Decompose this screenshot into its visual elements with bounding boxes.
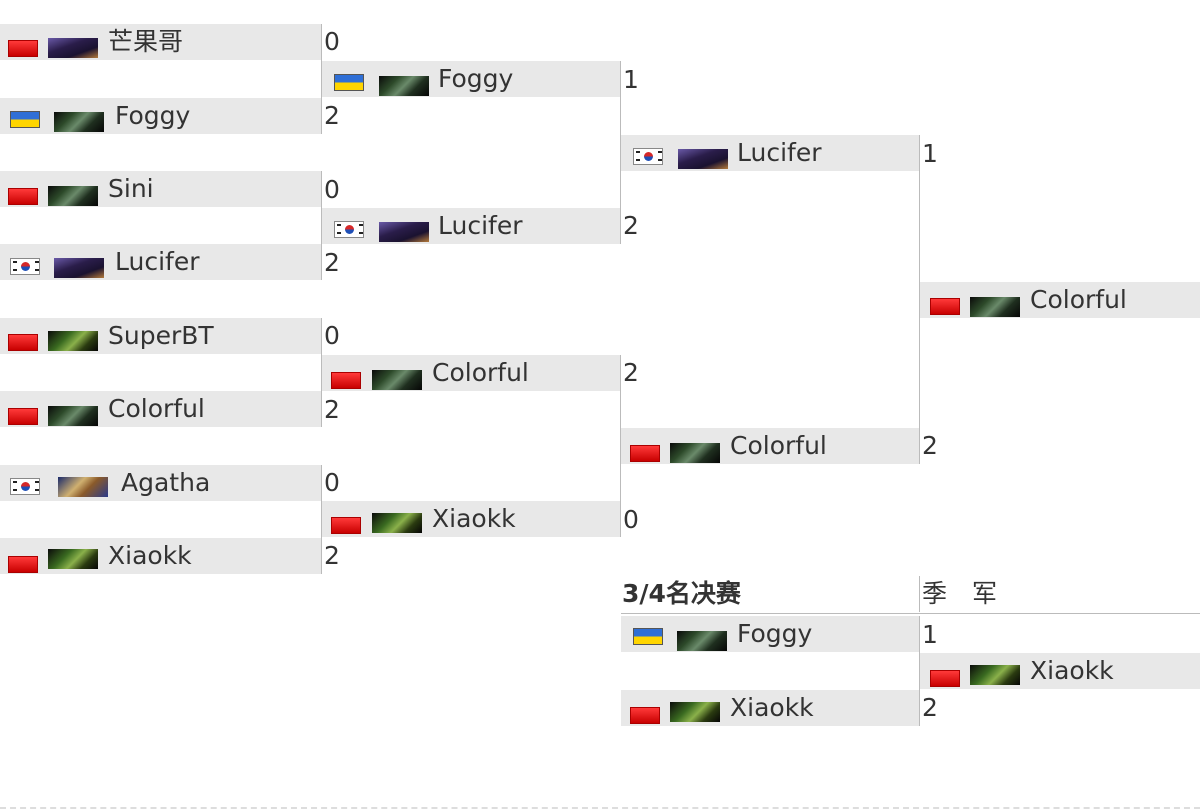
- player-score: 0: [324, 24, 340, 60]
- r2-player-1[interactable]: Foggy: [322, 61, 620, 97]
- undead-race-icon: [54, 258, 104, 278]
- player-score: 2: [324, 538, 340, 574]
- r2-player-4[interactable]: Xiaokk: [322, 501, 620, 537]
- header-divider: [919, 576, 920, 612]
- china-flag-icon: [8, 334, 38, 351]
- night-elf-race-icon: [670, 443, 720, 463]
- player-name: SuperBT: [108, 318, 214, 354]
- player-score: 0: [324, 318, 340, 354]
- player-name: 芒果哥: [108, 24, 183, 60]
- player-name: Xiaokk: [108, 538, 192, 574]
- player-name: Foggy: [438, 61, 513, 97]
- third-place-winner[interactable]: Xiaokk: [920, 653, 1200, 689]
- night-elf-race-icon: [48, 186, 98, 206]
- player-score: 2: [623, 208, 639, 244]
- player-name: Colorful: [432, 355, 529, 391]
- night-elf-race-icon: [54, 112, 104, 132]
- orc-race-icon: [48, 331, 98, 351]
- player-score: 0: [623, 502, 639, 538]
- korea-flag-icon: [10, 478, 40, 495]
- r1-player-3[interactable]: Sini: [0, 171, 321, 207]
- header-underline: [621, 613, 1200, 614]
- player-score: 1: [922, 617, 938, 653]
- player-name: Xiaokk: [730, 690, 814, 726]
- korea-flag-icon: [633, 148, 663, 165]
- china-flag-icon: [8, 556, 38, 573]
- third-place-player-2[interactable]: Xiaokk: [621, 690, 919, 726]
- player-name: Lucifer: [438, 208, 523, 244]
- player-name: Colorful: [108, 391, 205, 427]
- undead-race-icon: [379, 222, 429, 242]
- ukraine-flag-icon: [334, 74, 364, 91]
- r3-player-2[interactable]: Colorful: [621, 428, 919, 464]
- r1-player-6[interactable]: Colorful: [0, 391, 321, 427]
- china-flag-icon: [8, 188, 38, 205]
- third-place-player-1[interactable]: Foggy: [621, 616, 919, 652]
- player-score: 2: [623, 355, 639, 391]
- night-elf-race-icon: [379, 76, 429, 96]
- r1-player-1[interactable]: 芒果哥: [0, 24, 321, 60]
- orc-race-icon: [970, 665, 1020, 685]
- china-flag-icon: [331, 517, 361, 534]
- player-score: 2: [324, 245, 340, 281]
- china-flag-icon: [930, 670, 960, 687]
- r1-player-7[interactable]: Agatha: [0, 465, 321, 501]
- korea-flag-icon: [10, 258, 40, 275]
- human-race-icon: [58, 477, 108, 497]
- third-place-result-header: 季 军: [922, 576, 997, 612]
- china-flag-icon: [8, 40, 38, 57]
- r1-player-2[interactable]: Foggy: [0, 98, 321, 134]
- china-flag-icon: [630, 445, 660, 462]
- china-flag-icon: [8, 408, 38, 425]
- r2-player-3[interactable]: Colorful: [322, 355, 620, 391]
- china-flag-icon: [930, 298, 960, 315]
- champion-cell[interactable]: Colorful: [920, 282, 1200, 318]
- orc-race-icon: [48, 549, 98, 569]
- player-score: 1: [623, 62, 639, 98]
- korea-flag-icon: [334, 221, 364, 238]
- player-name: Agatha: [121, 465, 210, 501]
- player-score: 2: [324, 392, 340, 428]
- player-name: Colorful: [1030, 282, 1127, 318]
- player-name: Lucifer: [737, 135, 822, 171]
- third-place-header: 3/4名决赛: [622, 576, 741, 612]
- player-score: 2: [324, 98, 340, 134]
- player-name: Sini: [108, 171, 154, 207]
- r1-player-8[interactable]: Xiaokk: [0, 538, 321, 574]
- player-score: 1: [922, 136, 938, 172]
- china-flag-icon: [331, 372, 361, 389]
- player-name: Lucifer: [115, 244, 200, 280]
- night-elf-race-icon: [677, 631, 727, 651]
- r3-player-1[interactable]: Lucifer: [621, 135, 919, 171]
- orc-race-icon: [372, 513, 422, 533]
- r1-player-4[interactable]: Lucifer: [0, 244, 321, 280]
- night-elf-race-icon: [372, 370, 422, 390]
- player-name: Xiaokk: [1030, 653, 1114, 689]
- player-score: 0: [324, 172, 340, 208]
- undead-race-icon: [48, 38, 98, 58]
- orc-race-icon: [670, 702, 720, 722]
- r2-player-2[interactable]: Lucifer: [322, 208, 620, 244]
- player-score: 2: [922, 428, 938, 464]
- night-elf-race-icon: [970, 297, 1020, 317]
- ukraine-flag-icon: [10, 111, 40, 128]
- player-name: Colorful: [730, 428, 827, 464]
- bottom-divider: [0, 807, 1200, 809]
- r1-player-5[interactable]: SuperBT: [0, 318, 321, 354]
- player-name: Foggy: [115, 98, 190, 134]
- player-score: 0: [324, 465, 340, 501]
- undead-race-icon: [678, 149, 728, 169]
- player-name: Foggy: [737, 616, 812, 652]
- player-score: 2: [922, 690, 938, 726]
- china-flag-icon: [630, 707, 660, 724]
- player-name: Xiaokk: [432, 501, 516, 537]
- night-elf-race-icon: [48, 406, 98, 426]
- ukraine-flag-icon: [633, 628, 663, 645]
